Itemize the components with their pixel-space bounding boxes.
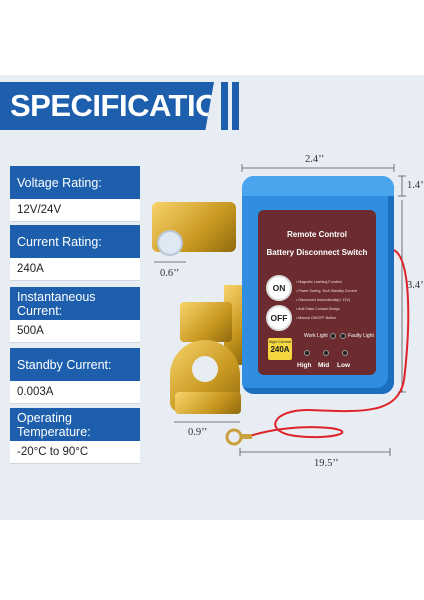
spec-label: Voltage Rating: xyxy=(10,166,140,199)
spec-current: Current Rating: 240A xyxy=(10,225,140,281)
spec-value: 240A xyxy=(10,258,140,281)
feature-line: • Disconnect Automatically(< 12V) xyxy=(296,298,351,302)
title-banner: SPECIFICATIONS xyxy=(0,82,214,130)
banner-stripe xyxy=(221,82,228,130)
spec-value: -20°C to 90°C xyxy=(10,441,140,464)
banner-stripe xyxy=(232,82,239,130)
current-badge-value: 240A xyxy=(270,345,290,354)
spec-instantaneous: Instantaneous Current: 500A xyxy=(10,287,140,343)
clamp-hole xyxy=(192,356,218,382)
off-button[interactable]: OFF xyxy=(266,305,292,331)
terminal-cap-icon xyxy=(157,230,183,256)
level-led-high xyxy=(304,350,310,356)
level-led-low xyxy=(342,350,348,356)
spec-label: Operating Temperature: xyxy=(10,408,140,441)
level-high-label: High xyxy=(297,362,312,369)
terminal-bolt xyxy=(180,302,232,342)
work-light-led xyxy=(330,333,336,339)
spec-value: 12V/24V xyxy=(10,199,140,222)
feature-line: • Magnetic Latching Function xyxy=(296,280,343,284)
device-lid xyxy=(242,176,394,196)
spec-label: Current Rating: xyxy=(10,225,140,258)
dim-depth: 1.4’’ xyxy=(407,180,424,191)
level-mid-label: Mid xyxy=(318,362,330,369)
work-light-label: Work Light xyxy=(304,333,328,339)
dim-terminal-top: 0.6’’ xyxy=(160,268,180,279)
page-title: SPECIFICATIONS xyxy=(10,88,261,123)
feature-line: • Power Saving, 3mA Standby Current xyxy=(296,289,357,293)
spec-standby: Standby Current: 0.003A xyxy=(10,348,140,404)
level-low-label: Low xyxy=(337,362,350,369)
on-button[interactable]: ON xyxy=(266,275,292,301)
feature-line: • Manual ON/OFF Button xyxy=(296,316,337,320)
terminal-screw xyxy=(175,392,241,414)
spec-value: 0.003A xyxy=(10,381,140,404)
spec-label: Instantaneous Current: xyxy=(10,287,140,320)
spec-value: 500A xyxy=(10,320,140,343)
dim-wire: 19.5’’ xyxy=(314,458,339,469)
spec-voltage: Voltage Rating: 12V/24V xyxy=(10,166,140,222)
feature-line: • Anti-False Contact Design xyxy=(296,307,340,311)
level-led-mid xyxy=(323,350,329,356)
dim-terminal-bottom: 0.9’’ xyxy=(188,427,208,438)
dim-width: 2.4’’ xyxy=(305,154,325,165)
fault-light-led xyxy=(340,333,346,339)
spec-label: Standby Current: xyxy=(10,348,140,381)
current-badge: High Current 240A xyxy=(268,338,292,360)
spec-temperature: Operating Temperature: -20°C to 90°C xyxy=(10,408,140,464)
device-title-2: Battery Disconnect Switch xyxy=(266,248,368,257)
current-badge-label: High Current xyxy=(268,339,292,344)
dim-height: 3.4’’ xyxy=(407,280,424,291)
fault-light-label: Faulty Light xyxy=(348,333,374,339)
device-title-1: Remote Control xyxy=(287,230,347,239)
